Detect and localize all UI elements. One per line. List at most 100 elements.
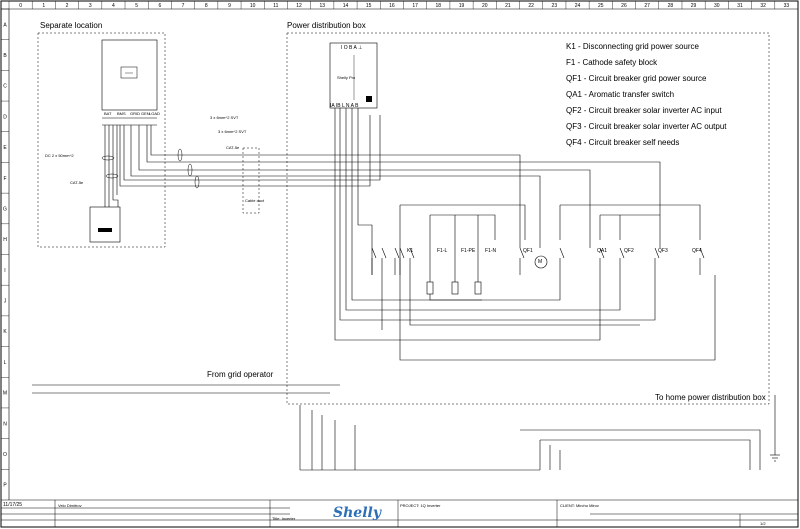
terminal-label: GEN <box>141 111 150 116</box>
internal-wiring <box>334 108 716 361</box>
switch-contact <box>381 247 387 275</box>
column-label: 11 <box>273 3 278 9</box>
column-label: 26 <box>621 3 627 9</box>
title-client: CLIENT: Mircho Mirov <box>560 503 599 508</box>
title-sheet: 1/2 <box>760 521 766 526</box>
column-label: 7 <box>182 3 185 9</box>
shelly-indicator <box>366 96 372 102</box>
column-label: 33 <box>784 3 790 9</box>
battery-cables <box>104 125 119 207</box>
component-label: QA1 <box>597 248 608 254</box>
cable-duct-label: Cable duct <box>245 198 265 203</box>
column-label: 16 <box>389 3 395 9</box>
column-label: 6 <box>158 3 161 9</box>
grid-operator-note: From grid operator <box>207 370 274 379</box>
column-label: 22 <box>528 3 534 9</box>
motor-label: M <box>538 259 543 265</box>
row-label: K <box>3 329 7 335</box>
row-label: E <box>3 145 7 151</box>
separate-location-label: Separate location <box>40 21 103 30</box>
column-label: 27 <box>644 3 650 9</box>
cable-label: 3 x 6mm^2 SVT <box>210 115 239 120</box>
column-label: 0 <box>19 3 22 9</box>
component-label: F1-PE <box>461 248 476 254</box>
row-label: G <box>3 206 7 212</box>
fuses <box>426 240 482 301</box>
column-label: 24 <box>575 3 581 9</box>
row-label: J <box>4 299 7 305</box>
column-label: 12 <box>296 3 302 9</box>
column-label: 13 <box>319 3 325 9</box>
column-label: 9 <box>228 3 231 9</box>
legend-item: QF3 - Circuit breaker solar inverter AC … <box>566 122 727 131</box>
switch-contact <box>619 247 625 275</box>
cable-duct-box <box>242 147 260 214</box>
component-label: F1-L <box>437 248 448 254</box>
separate-location-box <box>37 32 166 248</box>
cable-marker-1 <box>177 148 183 162</box>
legend-item: QF1 - Circuit breaker grid power source <box>566 74 707 83</box>
component-label: QF3 <box>658 248 668 254</box>
column-label: 21 <box>505 3 511 9</box>
power-distribution-box <box>286 32 770 405</box>
column-label: 8 <box>205 3 208 9</box>
component-label: QF1 <box>523 248 533 254</box>
component-label: F1-N <box>485 248 497 254</box>
cable-label: 3 x 6mm^2 SVT <box>218 129 247 134</box>
title-title: Title: Inverter <box>272 516 296 521</box>
legend-item: F1 - Cathode safety block <box>566 58 658 67</box>
device-top-marks: I O B A ⊥ <box>341 45 363 51</box>
device-bottom-marks: IA IB L N A B <box>330 103 359 109</box>
shelly-device <box>329 42 378 109</box>
terminal-label: BMS <box>117 111 126 116</box>
switch-contacts <box>371 247 705 275</box>
cable-marker-3 <box>194 175 200 189</box>
shelly-logo: Shelly <box>333 505 382 521</box>
cable-marker-cat5-battery <box>105 173 119 179</box>
column-label: 18 <box>436 3 442 9</box>
column-label: 14 <box>343 3 349 9</box>
row-label: O <box>3 452 7 458</box>
column-label: 1 <box>42 3 45 9</box>
cable-marker-2 <box>187 163 193 177</box>
column-label: 19 <box>459 3 465 9</box>
row-label: A <box>3 22 7 28</box>
cable-label: CAT-5e <box>226 145 240 150</box>
motor-symbol <box>534 255 548 269</box>
column-label: 28 <box>668 3 674 9</box>
column-label: 3 <box>89 3 92 9</box>
terminal-label: LOAD <box>149 111 160 116</box>
terminal-label: BAT <box>104 111 112 116</box>
title-author: Velo Dimitrov <box>58 503 82 508</box>
switch-contact <box>559 247 565 275</box>
switch-contact <box>371 247 377 275</box>
legend-item: QA1 - Aromatic transfer switch <box>566 90 675 99</box>
inverter-body <box>101 39 158 111</box>
column-label: 17 <box>412 3 418 9</box>
terminal-label: GRID <box>130 111 140 116</box>
cable-label: CAT-5e <box>70 180 84 185</box>
switch-contact <box>654 247 660 275</box>
column-ticks <box>8 1 775 9</box>
legend-item: K1 - Disconnecting grid power source <box>566 42 699 51</box>
row-ticks <box>1 8 9 470</box>
switch-contact <box>409 247 415 275</box>
switch-contact <box>399 247 405 275</box>
title-date: 11/17/25 <box>3 502 23 508</box>
row-label: I <box>4 268 5 274</box>
row-label: P <box>3 483 7 489</box>
battery-cell <box>98 228 112 232</box>
column-label: 10 <box>250 3 256 9</box>
cable-marker-dc <box>101 155 115 161</box>
column-label: 15 <box>366 3 372 9</box>
switch-contact <box>699 247 705 275</box>
column-label: 30 <box>714 3 720 9</box>
power-distribution-box-label: Power distribution box <box>287 21 366 30</box>
row-label: N <box>3 421 7 427</box>
row-label: M <box>3 391 7 397</box>
row-label: B <box>3 53 7 59</box>
title-block <box>1 499 798 527</box>
